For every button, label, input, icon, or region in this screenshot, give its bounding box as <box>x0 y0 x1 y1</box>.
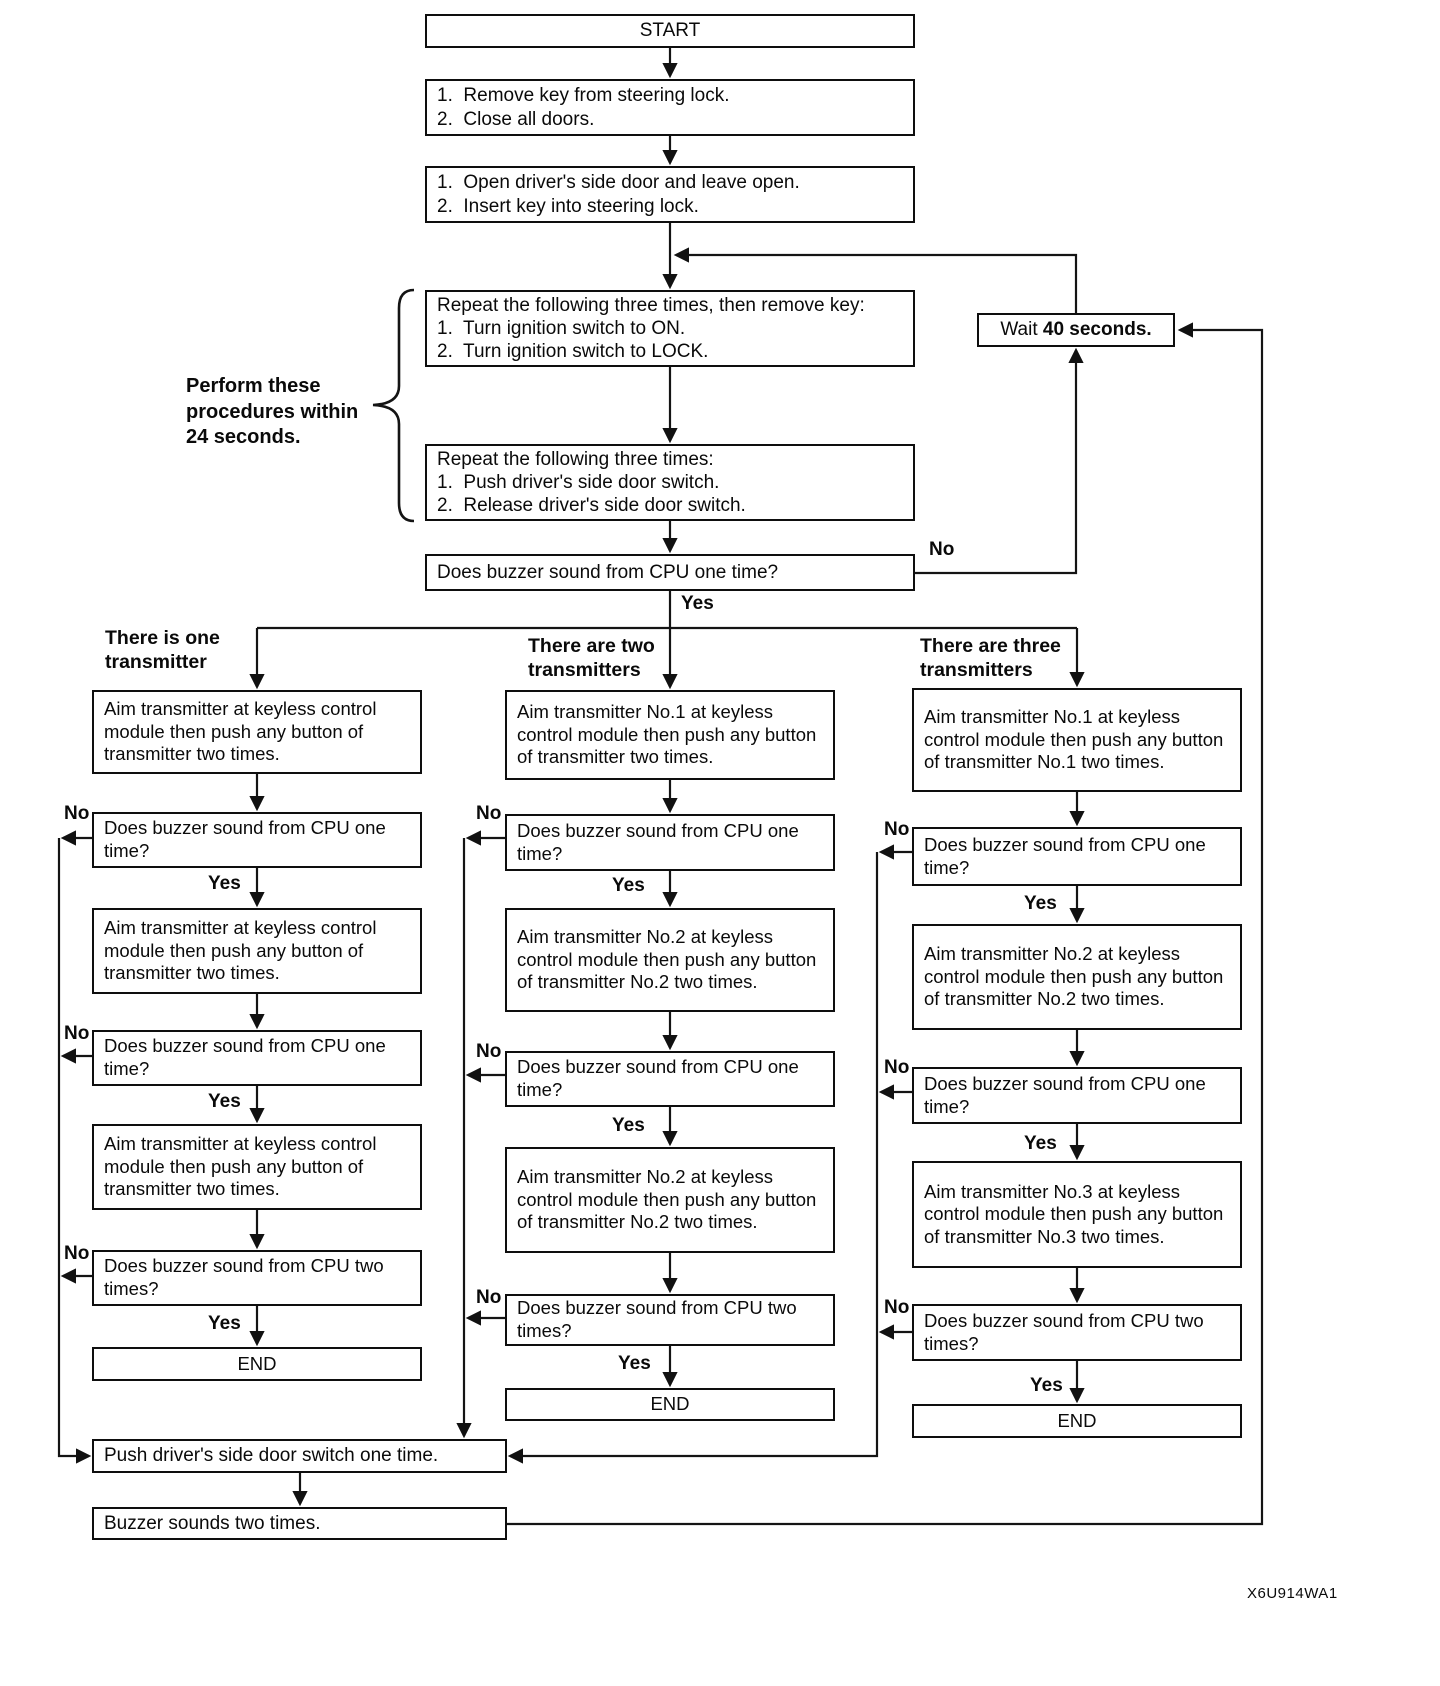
branch2-question-2: Does buzzer sound from CPU one time? <box>505 1051 835 1107</box>
edge-label-no: No <box>476 803 502 824</box>
branch2-question-2-label: Does buzzer sound from CPU one time? <box>517 1056 804 1100</box>
branch3-aim-3-label: Aim transmitter No.3 at keyless control … <box>924 1180 1229 1247</box>
branch2-end: END <box>505 1388 835 1421</box>
node-start: START <box>425 14 915 48</box>
branch1-question-1-label: Does buzzer sound from CPU one time? <box>104 817 391 861</box>
branch2-aim-2-label: Aim transmitter No.2 at keyless control … <box>517 926 822 993</box>
branch2-aim-1: Aim transmitter No.1 at keyless control … <box>505 690 835 780</box>
edge-label-yes: Yes <box>208 873 241 894</box>
branch1-aim-2: Aim transmitter at keyless control modul… <box>92 908 422 994</box>
node-repeat-door-switch: Repeat the following three times: 1. Pus… <box>425 444 915 521</box>
branch3-question-1: Does buzzer sound from CPU one time? <box>912 827 1242 886</box>
branch1-aim-3-label: Aim transmitter at keyless control modul… <box>104 1133 382 1200</box>
node-repeat-ignition-label: Repeat the following three times, then r… <box>437 294 865 363</box>
edge-label-yes: Yes <box>618 1353 651 1374</box>
edge-label-no: No <box>884 1297 910 1318</box>
branch2-question-1-label: Does buzzer sound from CPU one time? <box>517 819 804 864</box>
edge-label-yes: Yes <box>612 875 645 896</box>
wait-text: Wait <box>1000 319 1043 341</box>
branch1-question-3-label: Does buzzer sound from CPU two times? <box>104 1255 389 1299</box>
edge-label-no: No <box>884 1057 910 1078</box>
node-repeat-ignition: Repeat the following three times, then r… <box>425 290 915 367</box>
branch1-question-2-label: Does buzzer sound from CPU one time? <box>104 1035 391 1079</box>
node-buzzer-question-main: Does buzzer sound from CPU one time? <box>425 554 915 591</box>
edge-label-no: No <box>64 1023 90 1044</box>
branch3-question-3-label: Does buzzer sound from CPU two times? <box>924 1309 1209 1354</box>
branch2-question-3: Does buzzer sound from CPU two times? <box>505 1294 835 1346</box>
edge-label-yes: Yes <box>1030 1375 1063 1396</box>
edge-label-yes: Yes <box>1024 893 1057 914</box>
node-push-door-switch: Push driver's side door switch one time. <box>92 1439 507 1473</box>
node-buzzer-two-times-label: Buzzer sounds two times. <box>104 1512 321 1534</box>
branch3-aim-2-label: Aim transmitter No.2 at keyless control … <box>924 943 1229 1010</box>
branch3-aim-2: Aim transmitter No.2 at keyless control … <box>912 924 1242 1030</box>
edge-label-yes: Yes <box>208 1313 241 1334</box>
branch1-end: END <box>92 1347 422 1381</box>
branch3-question-2: Does buzzer sound from CPU one time? <box>912 1067 1242 1124</box>
branch1-aim-1: Aim transmitter at keyless control modul… <box>92 690 422 774</box>
edge-label-no: No <box>884 819 910 840</box>
branch3-question-1-label: Does buzzer sound from CPU one time? <box>924 833 1211 878</box>
branch2-question-1: Does buzzer sound from CPU one time? <box>505 814 835 871</box>
branch2-aim-3: Aim transmitter No.2 at keyless control … <box>505 1147 835 1253</box>
branch2-end-label: END <box>650 1393 690 1415</box>
branch1-question-2: Does buzzer sound from CPU one time? <box>92 1030 422 1086</box>
edge-label-yes: Yes <box>208 1091 241 1112</box>
branch3-question-2-label: Does buzzer sound from CPU one time? <box>924 1072 1211 1117</box>
node-start-label: START <box>639 20 701 42</box>
branch1-question-3: Does buzzer sound from CPU two times? <box>92 1250 422 1306</box>
node-remove-key: 1. Remove key from steering lock. 2. Clo… <box>425 79 915 136</box>
figure-code: X6U914WA1 <box>1247 1585 1338 1602</box>
node-buzzer-question-main-label: Does buzzer sound from CPU one time? <box>437 561 779 583</box>
branch1-aim-2-label: Aim transmitter at keyless control modul… <box>104 917 382 984</box>
branch1-question-1: Does buzzer sound from CPU one time? <box>92 812 422 868</box>
wait-duration: 40 seconds. <box>1042 319 1152 341</box>
node-wait-label: Wait 40 seconds. <box>994 316 1157 343</box>
edge-label-no: No <box>476 1287 502 1308</box>
edge-label-no: No <box>64 803 90 824</box>
branch2-aim-1-label: Aim transmitter No.1 at keyless control … <box>517 701 822 768</box>
node-open-door: 1. Open driver's side door and leave ope… <box>425 166 915 223</box>
node-buzzer-two-times: Buzzer sounds two times. <box>92 1507 507 1540</box>
branch1-end-label: END <box>237 1352 277 1374</box>
edge-label-yes: Yes <box>1024 1133 1057 1154</box>
note-24-seconds: Perform these procedures within 24 secon… <box>186 375 359 449</box>
branch3-aim-1: Aim transmitter No.1 at keyless control … <box>912 688 1242 792</box>
branch-header-one: There is one transmitter <box>105 627 220 673</box>
node-repeat-door-switch-label: Repeat the following three times: 1. Pus… <box>437 448 746 517</box>
edge-label-no: No <box>476 1041 502 1062</box>
node-wait-40-seconds: Wait 40 seconds. <box>977 313 1175 347</box>
branch2-aim-2: Aim transmitter No.2 at keyless control … <box>505 908 835 1012</box>
branch3-aim-1-label: Aim transmitter No.1 at keyless control … <box>924 706 1229 773</box>
branch3-end-label: END <box>1057 1409 1097 1431</box>
branch-header-three: There are three transmitters <box>920 635 1061 681</box>
branch1-aim-3: Aim transmitter at keyless control modul… <box>92 1124 422 1210</box>
node-remove-key-label: 1. Remove key from steering lock. 2. Clo… <box>437 85 730 130</box>
branch2-aim-3-label: Aim transmitter No.2 at keyless control … <box>517 1166 822 1233</box>
branch2-question-3-label: Does buzzer sound from CPU two times? <box>517 1297 802 1341</box>
edge-label-no: No <box>64 1243 90 1264</box>
branch-header-two: There are two transmitters <box>528 635 655 681</box>
brace-24-seconds <box>372 288 415 523</box>
branch3-question-3: Does buzzer sound from CPU two times? <box>912 1304 1242 1361</box>
edge-label-yes: Yes <box>612 1115 645 1136</box>
branch1-aim-1-label: Aim transmitter at keyless control modul… <box>104 698 382 765</box>
branch3-end: END <box>912 1404 1242 1438</box>
node-open-door-label: 1. Open driver's side door and leave ope… <box>437 172 800 217</box>
node-push-door-switch-label: Push driver's side door switch one time. <box>104 1445 439 1467</box>
edge-label-no: No <box>929 539 955 560</box>
edge-label-yes: Yes <box>681 593 714 614</box>
branch3-aim-3: Aim transmitter No.3 at keyless control … <box>912 1161 1242 1268</box>
